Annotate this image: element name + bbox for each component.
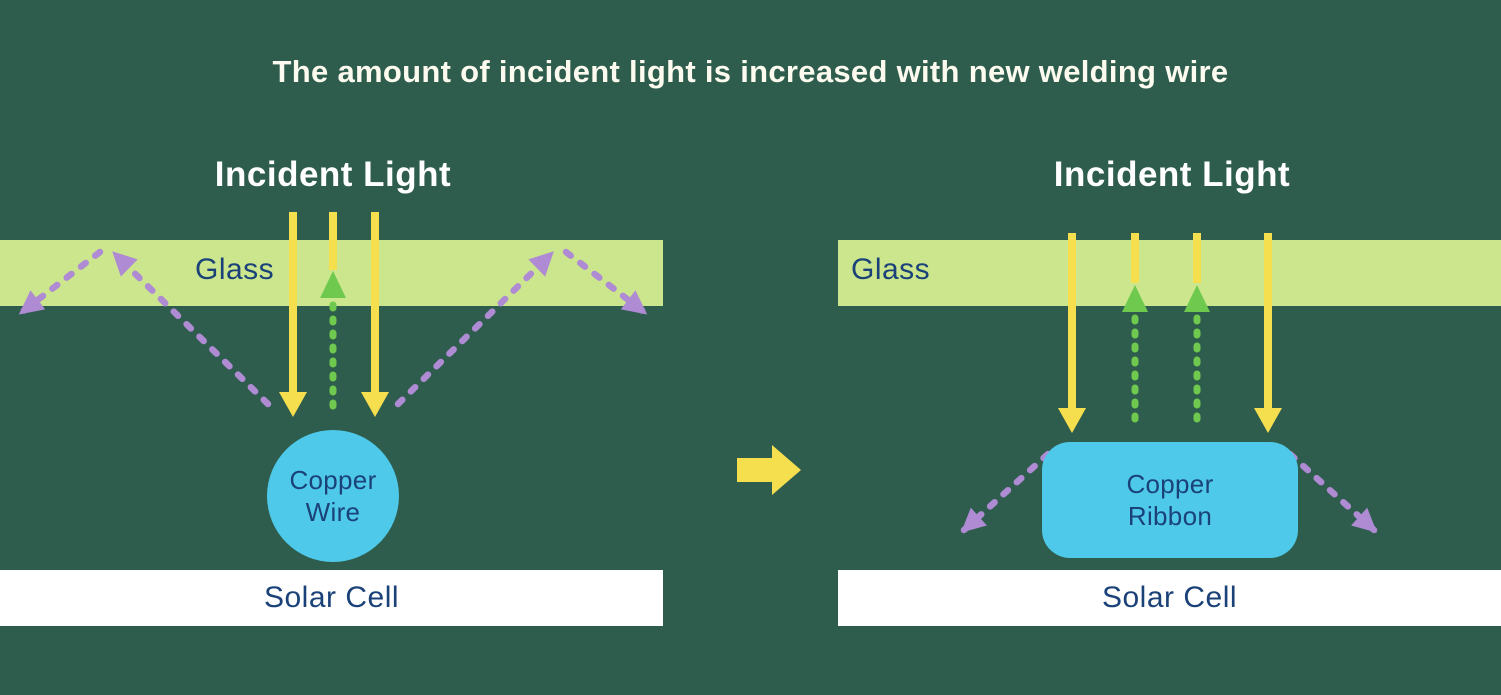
glass-band-right [838,240,1501,306]
glass-label-right: Glass [851,253,931,286]
solar-cell-label-left: Solar Cell [263,581,400,614]
glass-band-left [0,240,663,306]
copper-ribbon-label-line1: Copper [1126,468,1214,499]
copper-wire-label-line1: Copper [289,464,377,495]
copper-ribbon-label-line2: Ribbon [1127,501,1213,531]
solar-cell-left: Solar Cell [0,570,663,626]
glass-label-left: Glass [195,253,275,286]
page-title: The amount of incident light is increase… [272,54,1229,89]
right-reflected-green-arrows [1122,285,1210,434]
incident-light-label-right: Incident Light [1053,155,1291,194]
copper-wire-shape: Copper Wire [267,430,399,562]
copper-ribbon-shape: Copper Ribbon [1042,442,1298,558]
solar-cell-right: Solar Cell [838,570,1501,626]
incident-light-label-left: Incident Light [214,155,452,194]
solar-cell-label-right: Solar Cell [1101,581,1238,614]
transition-arrow-icon [737,445,801,495]
copper-wire-label-line2: Wire [305,497,361,527]
